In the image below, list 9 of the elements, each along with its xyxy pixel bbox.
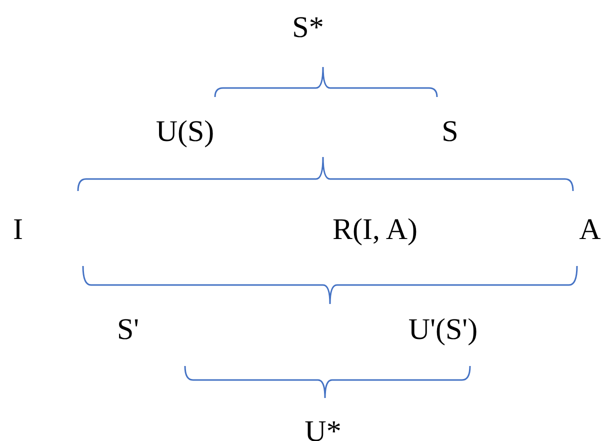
math-label: I: [13, 213, 23, 247]
math-label: U'(S'): [408, 313, 478, 347]
math-label: U*: [304, 415, 342, 441]
math-label: S': [116, 313, 140, 347]
math-label: S: [442, 115, 458, 149]
math-label: U(S): [156, 115, 214, 149]
math-label: A: [579, 213, 601, 247]
math-label: S*: [292, 11, 324, 45]
math-label: R(I, A): [332, 213, 418, 247]
